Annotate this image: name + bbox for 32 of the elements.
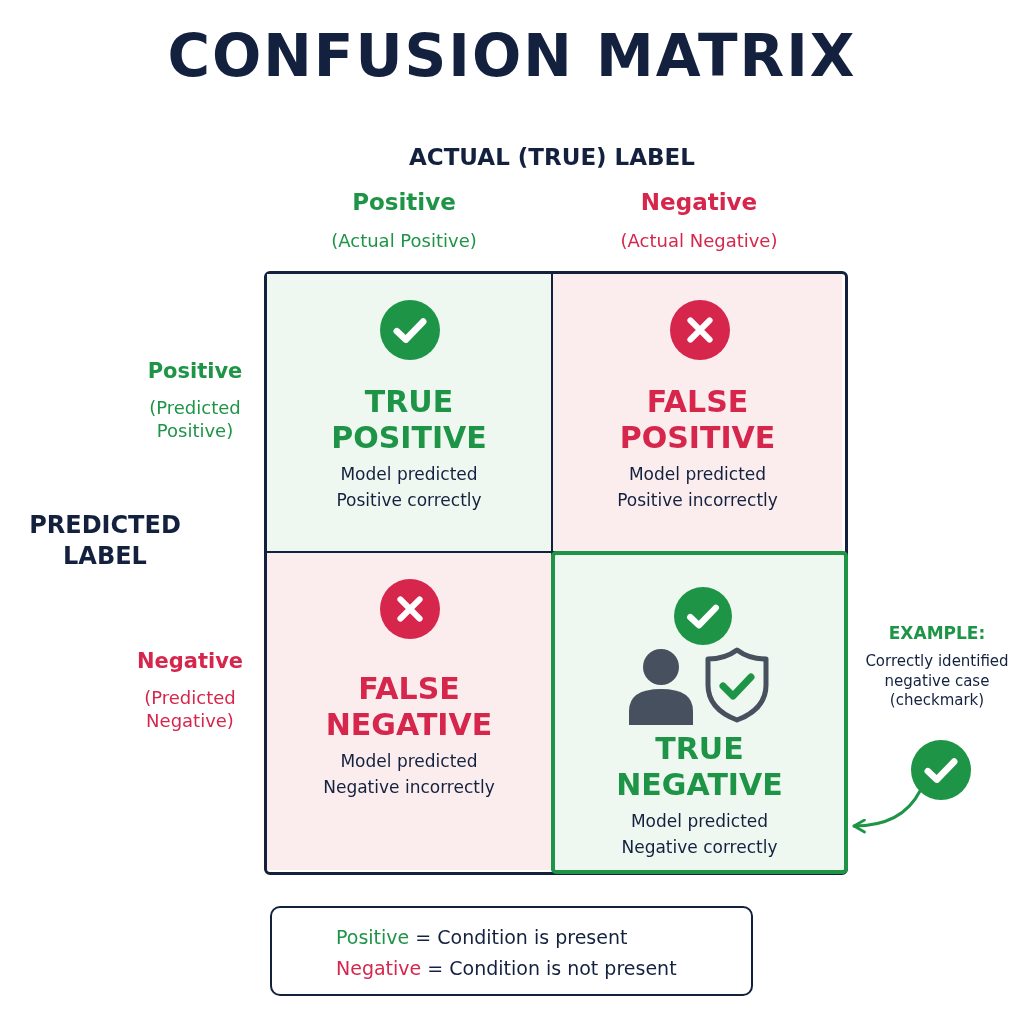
row-heading: Positive: [146, 358, 244, 385]
curved-arrow: [852, 789, 922, 833]
key-definition: = Condition is present: [414, 926, 628, 948]
example-note: Correctly identified negative case (checkmark): [864, 652, 1010, 711]
key-term: Negative: [336, 957, 422, 980]
check-circle-icon: [911, 740, 971, 800]
column-heading: Positive: [351, 188, 457, 217]
matrix-cell: [267, 553, 553, 870]
axis-title: PREDICTED LABEL: [28, 510, 182, 573]
key-definition: = Condition is not present: [426, 957, 677, 980]
row-subheading: (Predicted Negative): [143, 686, 237, 733]
matrix-cell: [267, 274, 553, 553]
cell-heading: FALSE NEGATIVE: [324, 671, 494, 743]
example-heading: EXAMPLE:: [887, 622, 987, 645]
diagram-title: CONFUSION MATRIX: [166, 22, 858, 90]
column-heading: Negative: [639, 188, 759, 217]
cell-description: Model predicted Negative incorrectly: [322, 750, 496, 799]
row-subheading: (Predicted Positive): [148, 396, 242, 443]
cell-heading: TRUE NEGATIVE: [615, 731, 784, 803]
key-term: Positive: [336, 926, 410, 948]
highlighted-cell: [551, 551, 848, 874]
cell-description: Model predicted Negative correctly: [620, 810, 779, 859]
cell-heading: TRUE POSITIVE: [330, 384, 488, 456]
matrix-cell: [553, 274, 842, 553]
cell-description: Model predicted Positive correctly: [335, 463, 483, 512]
cell-description: Model predicted Positive incorrectly: [616, 463, 779, 512]
key-box: [270, 906, 753, 996]
cell-heading: FALSE POSITIVE: [618, 384, 777, 456]
column-subheading: (Actual Negative): [619, 229, 779, 253]
column-subheading: (Actual Positive): [330, 229, 478, 253]
axis-title: ACTUAL (TRUE) LABEL: [408, 143, 696, 172]
row-heading: Negative: [135, 648, 245, 675]
